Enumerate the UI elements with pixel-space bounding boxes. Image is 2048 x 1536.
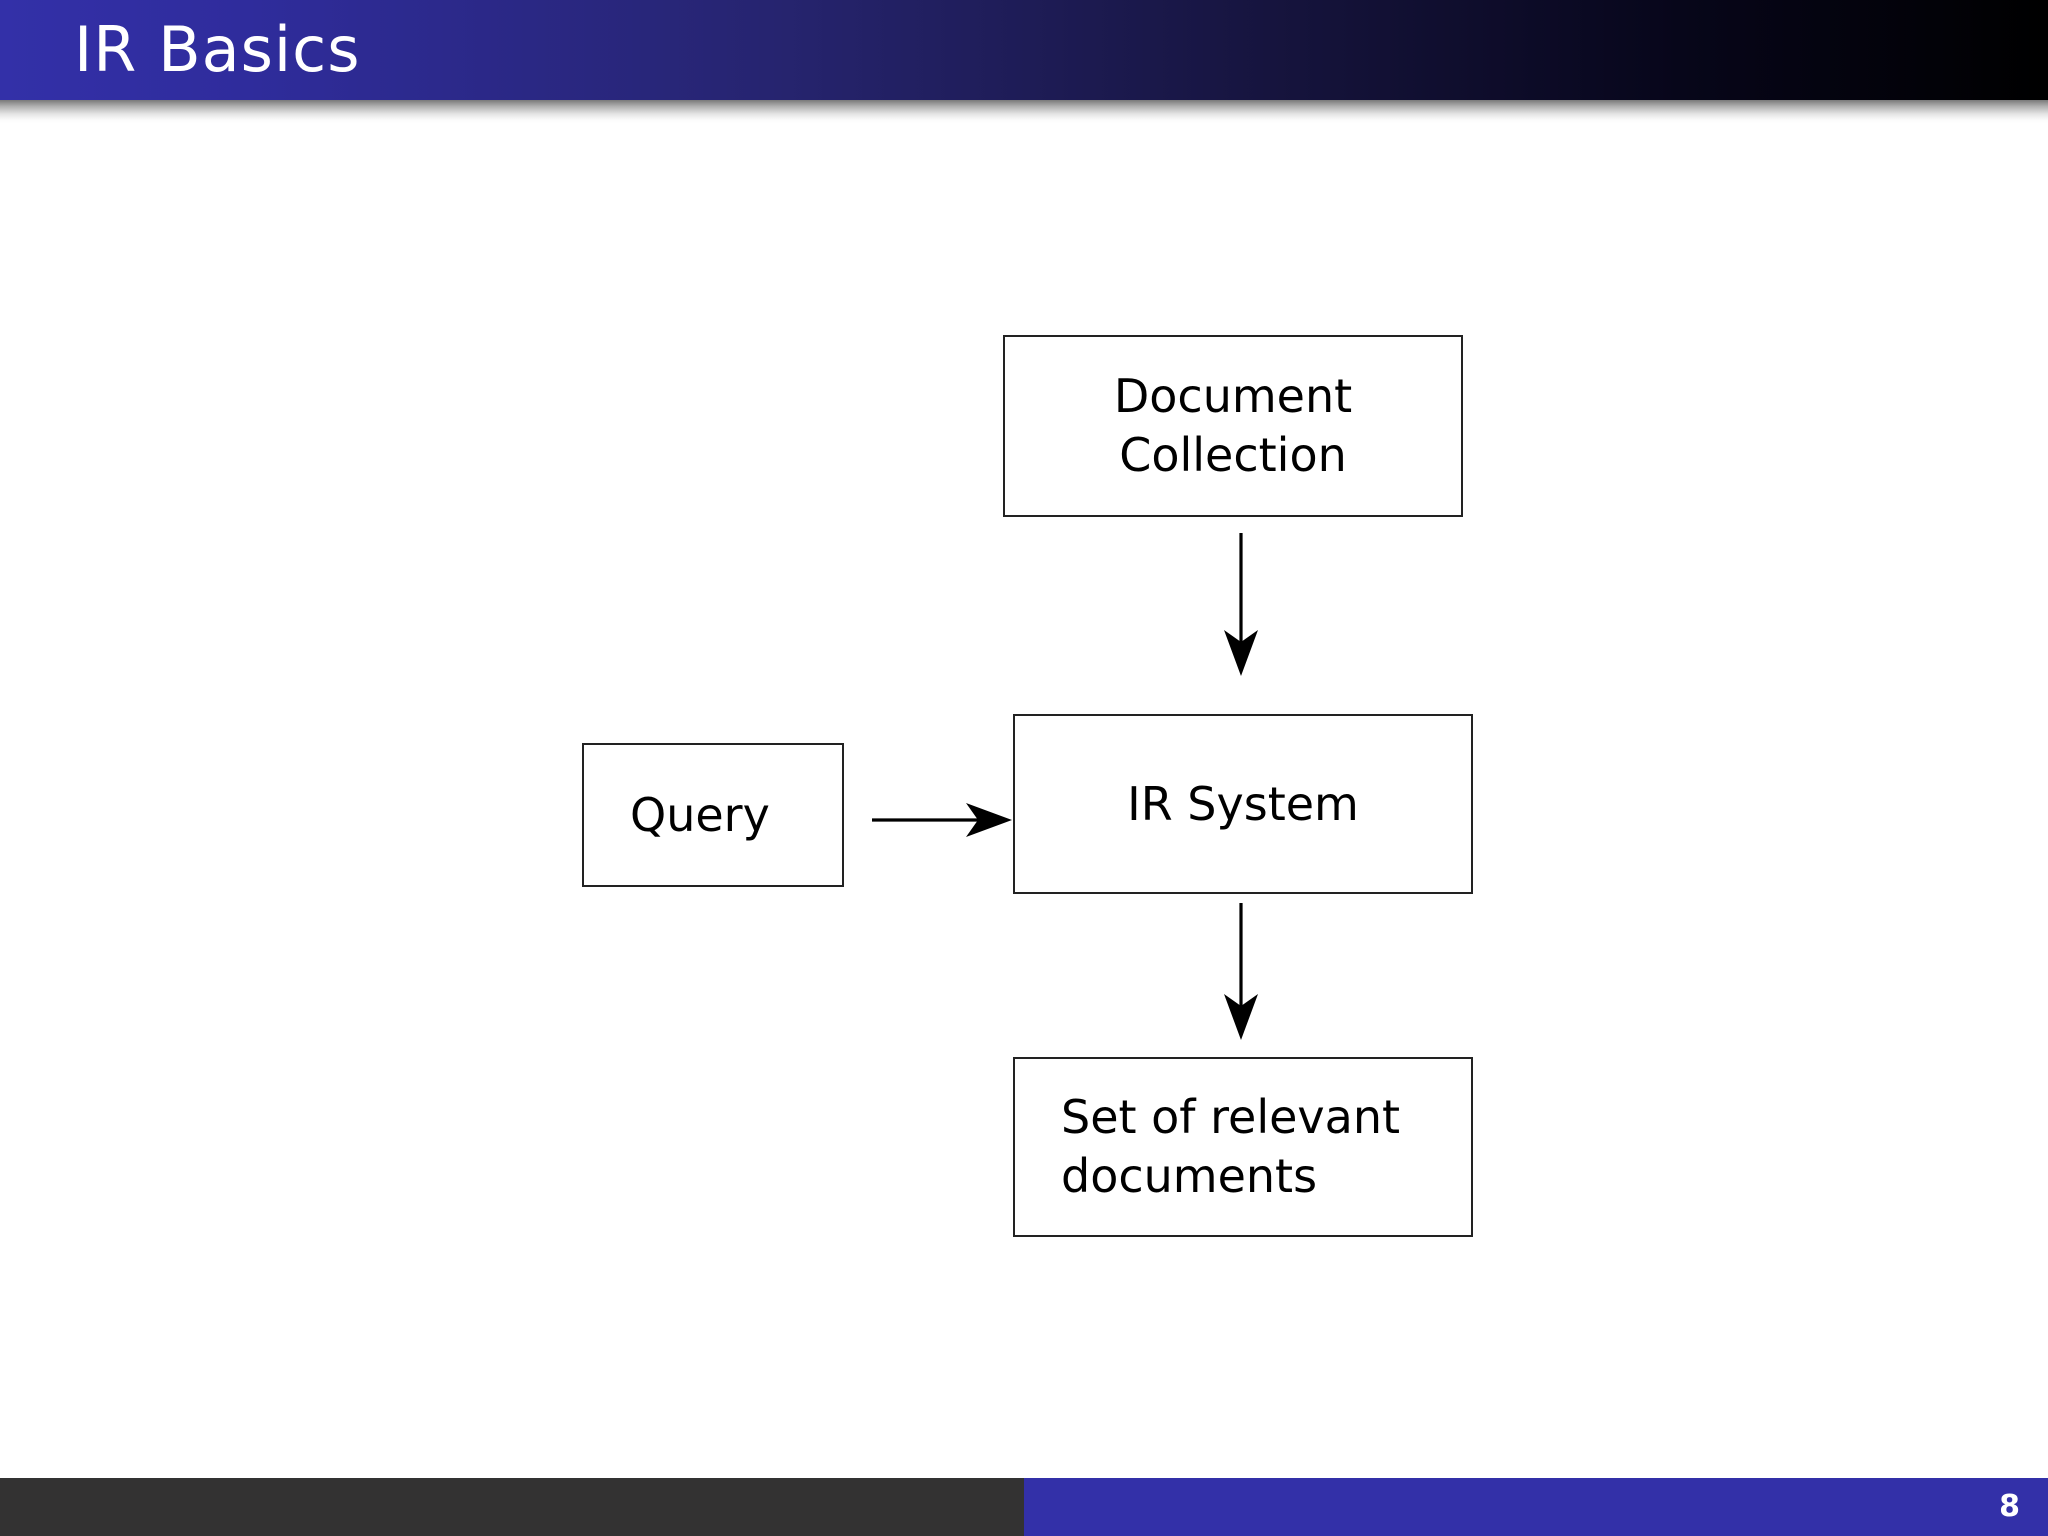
edge-collection-to-system [1224, 533, 1258, 676]
page-number: 8 [1999, 1489, 2020, 1524]
edge-system-to-results [1224, 903, 1258, 1040]
footer-left-bar [0, 1478, 1024, 1536]
node-relevant-documents-label: Set of relevant documents [1061, 1090, 1401, 1203]
slide-header: IR Basics [0, 0, 2048, 100]
node-relevant-documents[interactable]: Set of relevant documents [1013, 1057, 1473, 1237]
node-query-label: Query [630, 787, 770, 842]
node-document-collection[interactable]: Document Collection [1003, 335, 1463, 517]
footer-right-bar: 8 [1024, 1478, 2048, 1536]
node-ir-system[interactable]: IR System [1013, 714, 1473, 894]
node-query[interactable]: Query [582, 743, 844, 887]
edge-query-to-system [872, 803, 1012, 837]
header-shadow-divider [0, 100, 2048, 124]
node-ir-system-label: IR System [1127, 776, 1359, 831]
slide-footer: 8 [0, 1478, 2048, 1536]
node-document-collection-label: Document Collection [1113, 369, 1353, 482]
page-title: IR Basics [74, 13, 361, 86]
